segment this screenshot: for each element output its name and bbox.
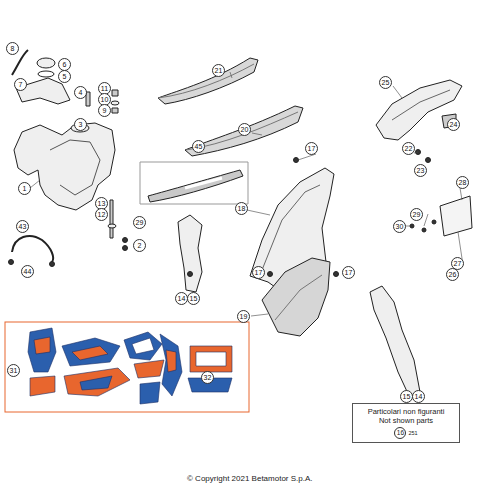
callout-number: 43: [16, 220, 29, 233]
callout-number: 15: [187, 292, 200, 305]
callout-number: 7: [14, 78, 27, 91]
callout-number: 9: [98, 104, 111, 117]
callout-number: 31: [7, 364, 20, 377]
callout-number: 28: [456, 176, 469, 189]
callout-number: 22: [402, 142, 415, 155]
callout-number: 2: [133, 239, 146, 252]
note-text: Not shown parts: [359, 416, 453, 425]
copyright-note: © Copyright 2021 Betamotor S.p.A.: [187, 474, 313, 483]
callout-number: 8: [6, 42, 19, 55]
callout-number: 23: [414, 164, 427, 177]
part-number: 251: [408, 429, 417, 438]
callout-number: 5: [58, 70, 71, 83]
callout-number: 32: [201, 371, 214, 384]
callout-number: 29: [410, 208, 423, 221]
callout-number: 17: [252, 266, 265, 279]
callout-number: 19: [237, 310, 250, 323]
callout-number: 17: [342, 266, 355, 279]
callout-number: 1: [18, 182, 31, 195]
callout-number: 17: [305, 142, 318, 155]
callout-number: 3: [74, 118, 87, 131]
callout-number: 26: [446, 268, 459, 281]
callout-number: 20: [238, 123, 251, 136]
callout-number: 21: [212, 64, 225, 77]
part-row: 16251: [359, 427, 453, 439]
note-box: Particolari non figurantiNot shown parts…: [352, 403, 460, 443]
callout-number: 14: [412, 390, 425, 403]
callout-number: 18: [235, 202, 248, 215]
part-number: 16: [394, 427, 406, 439]
callout-number: 45: [192, 140, 205, 153]
callout-number: 4: [74, 86, 87, 99]
callout-number: 29: [133, 216, 146, 229]
note-text: Particolari non figuranti: [359, 407, 453, 416]
callout-number: 30: [393, 220, 406, 233]
callout-number: 25: [379, 76, 392, 89]
callout-number: 12: [95, 208, 108, 221]
callout-number: 44: [21, 265, 34, 278]
callout-number: 24: [447, 118, 460, 131]
